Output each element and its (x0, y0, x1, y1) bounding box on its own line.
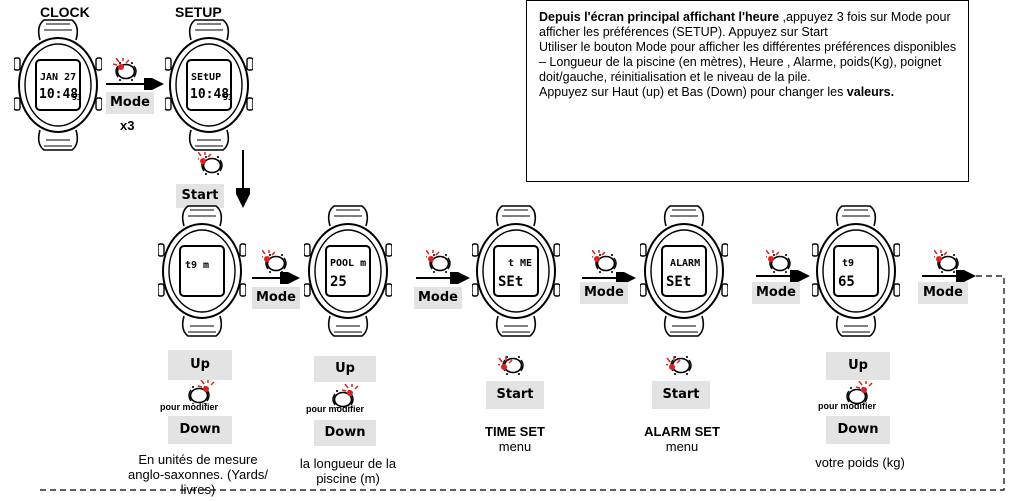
down-label-2: Down (314, 420, 376, 446)
setup-sec: 53 (223, 93, 233, 102)
setup-watch: SEtUP 10:48 53 (165, 19, 253, 151)
watch-time-line2: SEt (498, 274, 523, 290)
watch-time-line1: t ME (508, 258, 532, 269)
times-label: x3 (120, 118, 135, 133)
clock-sec: 53 (72, 93, 82, 102)
caption-alarm-title: ALARM SET (644, 424, 720, 439)
watch-pool-line1: POOL m (330, 258, 366, 269)
info-bold-lead: Depuis l'écran principal affichant l'heu… (539, 10, 780, 24)
up-label-5: Up (826, 352, 890, 380)
caption-weight: votre poids (kg) (815, 455, 905, 470)
start-label-setup: Start (176, 184, 224, 208)
pour-modifier-1: pour modifier (160, 402, 218, 412)
mode-label-4: Mode (752, 282, 800, 304)
start-label-time: Start (486, 381, 544, 409)
mode-label-1: Mode (252, 287, 300, 309)
caption-alarm-sub: menu (665, 439, 699, 454)
watch-alarm-line2: SEt (666, 274, 691, 290)
setup-line2: 10:48 (190, 87, 229, 102)
clock-line2: 10:48 (39, 87, 78, 102)
down-label-5: Down (826, 416, 890, 444)
setup-title: SETUP (175, 4, 222, 20)
info-text1: ,appuyez 3 fois sur Mode pour afficher l… (539, 10, 951, 39)
arrow-2 (416, 272, 470, 284)
watch-time: t ME SEt (472, 205, 560, 337)
watch-weight: t9 65 (812, 205, 900, 337)
arrow-clock-setup (106, 78, 164, 90)
button-icon-col1 (188, 380, 215, 404)
clock-watch: JAN 27 10:48 53 (14, 19, 102, 151)
watch-pool: POOL m 25 (304, 205, 392, 337)
watch-pool-line2: 25 (330, 274, 347, 290)
caption-pool: la longueur de la piscine (m) (299, 456, 397, 486)
info-bold-tail: valeurs. (846, 85, 895, 99)
pour-modifier-2: pour modifier (306, 404, 364, 414)
start-icon-time (498, 355, 524, 376)
info-box: Depuis l'écran principal affichant l'heu… (526, 0, 969, 182)
watch-units-line1: t9 m (185, 260, 209, 271)
watch-weight-line1: t9 (842, 258, 854, 269)
clock-title: CLOCK (40, 4, 90, 20)
up-label-2: Up (314, 356, 376, 382)
watch-alarm-line1: ALARM (670, 258, 700, 269)
caption-time-sub: menu (498, 439, 532, 454)
up-label-1: Up (168, 350, 232, 380)
info-text2: Utiliser le bouton Mode pour afficher le… (539, 40, 957, 84)
arrow-3 (582, 272, 636, 284)
watch-weight-line2: 65 (838, 274, 855, 290)
start-label-alarm: Start (652, 381, 710, 409)
arrow-5 (922, 270, 976, 282)
setup-line1: SEtUP (191, 72, 221, 83)
watch-alarm: ALARM SEt (640, 205, 728, 337)
info-text: Depuis l'écran principal affichant l'heu… (539, 10, 959, 100)
clock-line1: JAN 27 (40, 72, 76, 83)
mode-label-x3: Mode (106, 92, 154, 114)
caption-units: En unités de mesure anglo-saxonnes. (Yar… (128, 452, 268, 497)
start-icon-alarm (666, 355, 692, 376)
arrow-setup-down (236, 150, 250, 208)
arrow-4 (756, 270, 810, 282)
mode-label-3: Mode (580, 282, 628, 304)
info-text3: Appuyez sur Haut (up) et Bas (Down) pour… (539, 85, 847, 99)
mode-label-5: Mode (918, 282, 968, 304)
arrow-1 (252, 272, 300, 284)
pour-modifier-5: pour modifier (818, 401, 876, 411)
caption-time-title: TIME SET (485, 424, 545, 439)
mode-label-2: Mode (414, 287, 462, 309)
down-label-1: Down (168, 416, 232, 444)
watch-units: t9 m (158, 205, 246, 337)
